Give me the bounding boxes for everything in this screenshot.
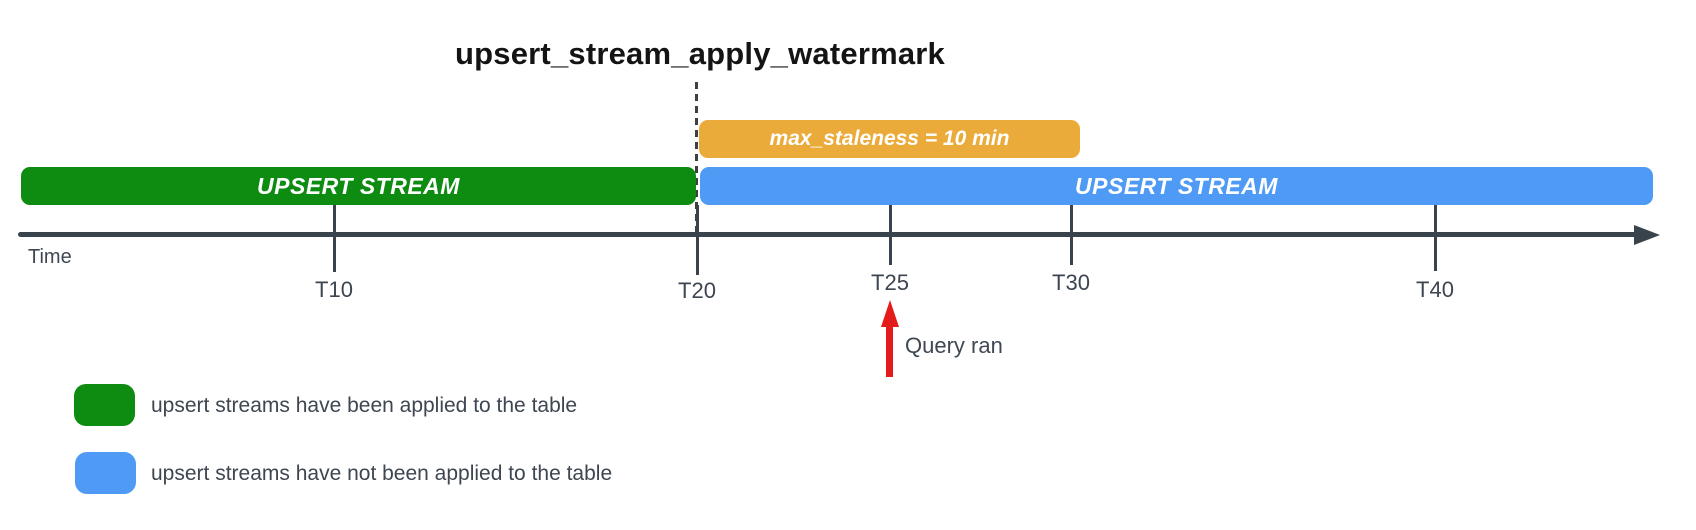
query-ran-arrow-icon <box>881 300 899 327</box>
legend-label-applied: upsert streams have been applied to the … <box>151 394 578 417</box>
tick-t30 <box>1070 205 1073 265</box>
time-axis-arrowhead-icon <box>1634 225 1660 245</box>
time-axis-label: Time <box>28 246 72 268</box>
tick-label-t40: T40 <box>1416 277 1454 302</box>
watermark-dashed-line <box>695 82 698 232</box>
tick-t20 <box>696 205 699 275</box>
upsert-stream-applied-bar: UPSERT STREAM <box>21 167 696 205</box>
legend-label-not-applied: upsert streams have not been applied to … <box>151 462 613 485</box>
tick-t10 <box>333 205 336 272</box>
legend-swatch-not-applied <box>75 452 136 494</box>
upsert-stream-not-applied-label: UPSERT STREAM <box>1075 172 1278 199</box>
max-staleness-bar: max_staleness = 10 min <box>699 120 1080 158</box>
query-ran-arrow-shaft <box>886 325 893 377</box>
upsert-stream-applied-label: UPSERT STREAM <box>257 172 460 199</box>
tick-t25 <box>889 205 892 265</box>
upsert-stream-not-applied-bar: UPSERT STREAM <box>700 167 1653 205</box>
legend-swatch-applied <box>74 384 135 426</box>
tick-label-t10: T10 <box>315 277 353 302</box>
tick-t40 <box>1434 205 1437 271</box>
time-axis-line <box>18 232 1638 237</box>
tick-label-t25: T25 <box>871 270 909 295</box>
tick-label-t30: T30 <box>1052 270 1090 295</box>
tick-label-t20: T20 <box>678 278 716 303</box>
max-staleness-label: max_staleness = 10 min <box>769 127 1010 150</box>
query-ran-label: Query ran <box>905 333 1003 358</box>
diagram-title: upsert_stream_apply_watermark <box>455 36 945 71</box>
